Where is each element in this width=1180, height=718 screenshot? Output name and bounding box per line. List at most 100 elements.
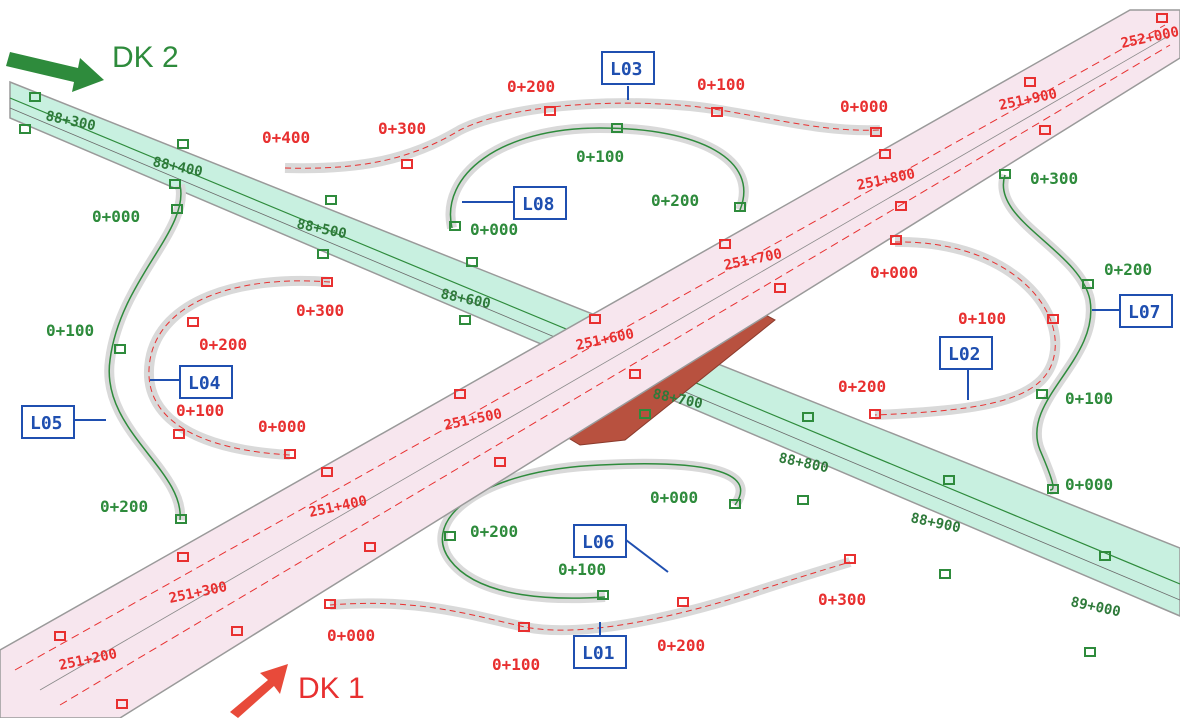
green-marker — [939, 569, 951, 579]
green-marker — [169, 179, 181, 189]
ramp-mark: 0+200 — [1104, 260, 1152, 279]
green-marker — [1084, 647, 1096, 657]
green-marker — [459, 315, 471, 325]
green-marker — [797, 495, 809, 505]
green-marker — [177, 139, 189, 149]
ramp-mark: 0+100 — [558, 560, 606, 579]
red-marker — [401, 159, 413, 169]
chainage-label: 89+000 — [1069, 594, 1122, 620]
red-marker — [454, 389, 466, 399]
ramp-mark: 0+300 — [818, 590, 866, 609]
label-l04: L04 — [188, 373, 221, 394]
ramp-mark: 0+300 — [378, 119, 426, 138]
green-marker — [466, 257, 478, 267]
label-box-l05 — [21, 405, 75, 439]
green-marker — [1047, 484, 1059, 494]
red-marker — [364, 542, 376, 552]
ramp-mark: 0+400 — [262, 128, 310, 147]
green-marker — [325, 195, 337, 205]
label-l02: L02 — [948, 344, 981, 365]
ramp-mark: 0+000 — [870, 263, 918, 282]
ramp-mark: 0+200 — [470, 522, 518, 541]
dk1-road — [0, 9, 1180, 718]
ramp-mark: 0+100 — [576, 147, 624, 166]
ramp-marks-green: 0+100 0+200 0+000 0+000 0+100 0+200 0+30… — [46, 147, 1152, 579]
label-l05: L05 — [30, 413, 63, 434]
green-marker — [1082, 279, 1094, 289]
ramp-mark: 0+100 — [46, 321, 94, 340]
dk1-lane-line — [59, 44, 1171, 706]
ramp-mark: 0+000 — [327, 626, 375, 645]
label-box-l01 — [573, 635, 627, 669]
red-marker — [870, 127, 882, 137]
label-l03: L03 — [610, 59, 643, 80]
ramp-mark: 0+100 — [958, 309, 1006, 328]
ramp-mark: 0+200 — [838, 377, 886, 396]
red-marker — [321, 467, 333, 477]
green-marker — [19, 124, 31, 134]
red-marker — [869, 409, 881, 419]
green-marker — [729, 499, 741, 509]
green-marker — [114, 344, 126, 354]
ramp-mark: 0+000 — [258, 417, 306, 436]
ramp-mark: 0+000 — [1065, 475, 1113, 494]
green-marker — [29, 92, 41, 102]
label-box-l03 — [601, 51, 655, 85]
red-marker — [116, 699, 128, 709]
ramp-mark: 0+000 — [650, 488, 698, 507]
dk1-lane-line — [39, 34, 1171, 691]
green-marker — [999, 169, 1011, 179]
green-marker — [444, 531, 456, 541]
ramp-mark: 0+300 — [296, 301, 344, 320]
ramp-mark: 0+000 — [840, 97, 888, 116]
red-marker — [629, 369, 641, 379]
red-marker — [494, 457, 506, 467]
ramp-mark: 0+100 — [492, 655, 540, 674]
red-marker — [54, 631, 66, 641]
dk1-arrow-icon — [230, 664, 288, 718]
red-marker — [177, 552, 189, 562]
red-marker — [890, 235, 902, 245]
green-marker — [449, 221, 461, 231]
green-marker — [639, 409, 651, 419]
red-marker — [324, 599, 336, 609]
red-marker — [844, 554, 856, 564]
ramp-mark: 0+100 — [697, 75, 745, 94]
green-marker — [597, 590, 609, 600]
green-marker — [171, 204, 183, 214]
red-marker — [518, 622, 530, 632]
red-marker — [231, 626, 243, 636]
red-marker — [544, 106, 556, 116]
green-marker — [611, 123, 623, 133]
green-marker — [802, 412, 814, 422]
dk1-label: DK 1 — [298, 672, 365, 705]
red-marker — [895, 201, 907, 211]
dk1-direction: DK 1 — [230, 664, 365, 718]
green-marker — [1099, 551, 1111, 561]
red-marker — [879, 149, 891, 159]
green-marker — [175, 514, 187, 524]
red-marker — [1039, 125, 1051, 135]
roads-layer — [0, 9, 1180, 718]
green-marker — [317, 249, 329, 259]
label-l06: L06 — [582, 532, 615, 553]
ramp-mark: 0+100 — [1065, 389, 1113, 408]
red-marker — [1024, 77, 1036, 87]
red-marker — [677, 597, 689, 607]
dk2-arrow-icon — [6, 52, 104, 92]
ramp-mark: 0+200 — [657, 636, 705, 655]
label-box-l06 — [573, 524, 627, 558]
green-marker — [734, 202, 746, 212]
dk2-direction: DK 2 — [6, 41, 179, 92]
red-marker — [284, 449, 296, 459]
ramp-mark: 0+200 — [651, 191, 699, 210]
ramp-marks-red: 0+400 0+300 0+200 0+100 0+000 0+300 0+20… — [176, 75, 1006, 674]
ramp-mark: 0+200 — [100, 497, 148, 516]
dk1-lane-line — [14, 24, 1166, 671]
label-box-l04 — [179, 365, 233, 399]
label-box-l07 — [1119, 294, 1173, 328]
markers-layer — [19, 13, 1168, 709]
ramp-mark: 0+300 — [1030, 169, 1078, 188]
red-marker — [321, 277, 333, 287]
